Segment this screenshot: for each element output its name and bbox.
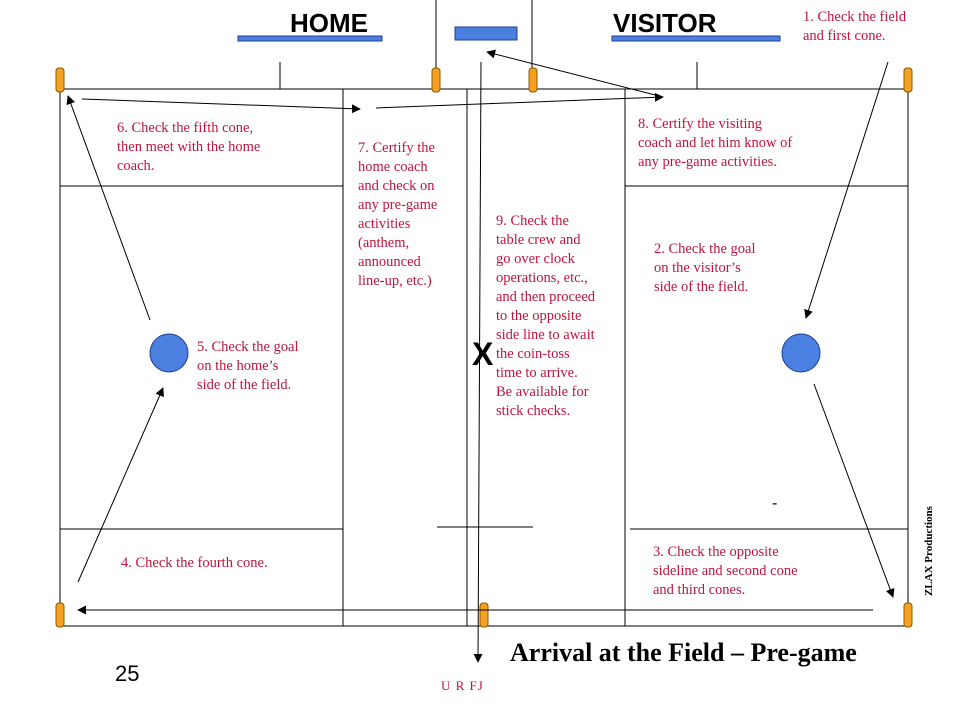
visitor-goal	[781, 333, 821, 373]
step-8-text: 8. Certify the visiting coach and let hi…	[638, 116, 793, 170]
official-position-marker: X	[472, 336, 494, 372]
stray-mark: -	[772, 495, 778, 512]
arrow-step-9	[473, 61, 483, 663]
step-1-text: 1. Check the field and first cone.	[803, 9, 907, 44]
crew-label: U R FJ	[441, 678, 484, 693]
credit-text: ZLAX Productions	[923, 506, 935, 596]
cone-bottom-center	[479, 602, 489, 628]
step-4-text: 4. Check the fourth cone.	[121, 555, 268, 571]
step-5-text: 5. Check the goal on the home’s side of …	[197, 339, 299, 393]
step-3-text: 3. Check the opposite sideline and secon…	[653, 544, 798, 598]
step-6-text: 6. Check the fifth cone, then meet with …	[117, 120, 261, 174]
scorer-table	[454, 26, 518, 41]
home-label: HOME	[290, 8, 368, 38]
step-7-text: 7. Certify the home coach and check on a…	[358, 140, 438, 289]
page-number: 25	[115, 661, 140, 686]
arrow-step-8	[486, 49, 664, 98]
visitor-bench	[611, 35, 781, 42]
step-2-text: 2. Check the goal on the visitor’s side …	[654, 241, 756, 295]
cone-top-left	[55, 67, 65, 93]
cone-top-right	[903, 67, 913, 93]
home-bench	[237, 35, 383, 42]
visitor-label: VISITOR	[613, 8, 717, 38]
step-9-text: 9. Check the table crew and go over cloc…	[496, 213, 596, 419]
arrow-step-6	[81, 98, 361, 114]
arrow-step-1	[804, 61, 889, 319]
arrow-step-5	[66, 95, 151, 321]
cone-bottom-left	[55, 602, 65, 628]
cone-top-center-left	[431, 67, 441, 93]
arrow-step-2	[813, 383, 895, 598]
cone-top-center-right	[528, 67, 538, 93]
slide-title: Arrival at the Field – Pre-game	[510, 638, 857, 667]
home-goal	[149, 333, 189, 373]
cone-bottom-right	[903, 602, 913, 628]
arrow-step-7	[375, 92, 664, 109]
arrow-step-4	[77, 387, 164, 583]
